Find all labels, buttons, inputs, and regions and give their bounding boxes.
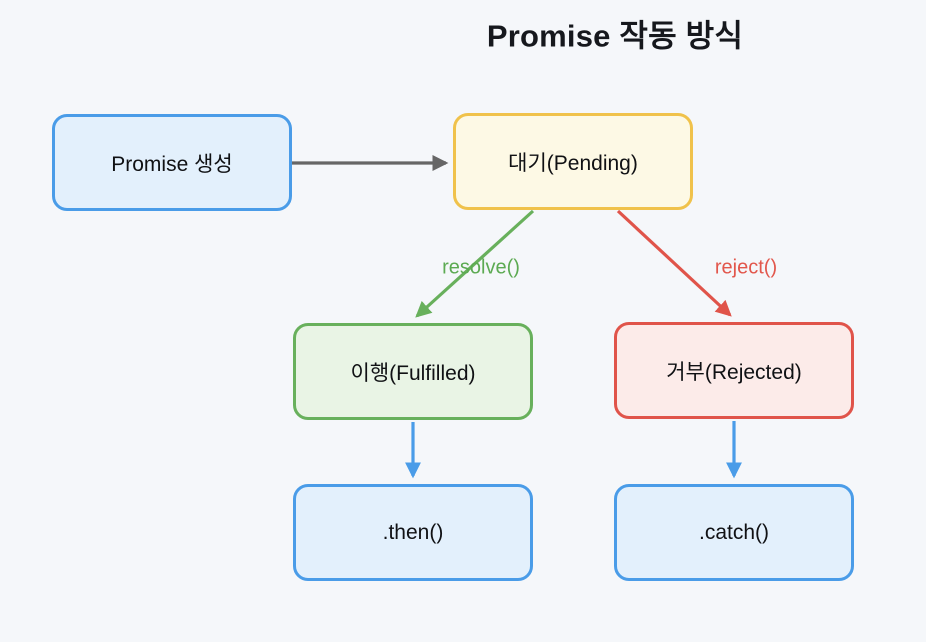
node-fulfilled-label: 이행(Fulfilled) [350, 361, 476, 385]
node-fulfilled: 이행(Fulfilled) [293, 323, 533, 420]
node-rejected-label: 거부(Rejected) [666, 360, 802, 384]
node-then: .then() [293, 484, 533, 581]
node-then-label: .then() [382, 520, 444, 544]
node-promise-create: Promise 생성 [52, 114, 292, 211]
node-rejected: 거부(Rejected) [614, 322, 854, 419]
node-promise-create-label: Promise 생성 [111, 152, 233, 176]
node-catch-label: .catch() [698, 520, 769, 544]
edge-pending-to-fulfilled [415, 209, 535, 318]
node-pending: 대기(Pending) [453, 113, 693, 210]
node-pending-label: 대기(Pending) [508, 151, 638, 175]
edge-label-reject: reject() [714, 256, 778, 279]
diagram-title: Promise 작동 방식 [486, 18, 744, 54]
edge-label-resolve: resolve() [442, 256, 520, 279]
node-catch: .catch() [614, 484, 854, 581]
edge-pending-to-rejected [616, 209, 732, 317]
